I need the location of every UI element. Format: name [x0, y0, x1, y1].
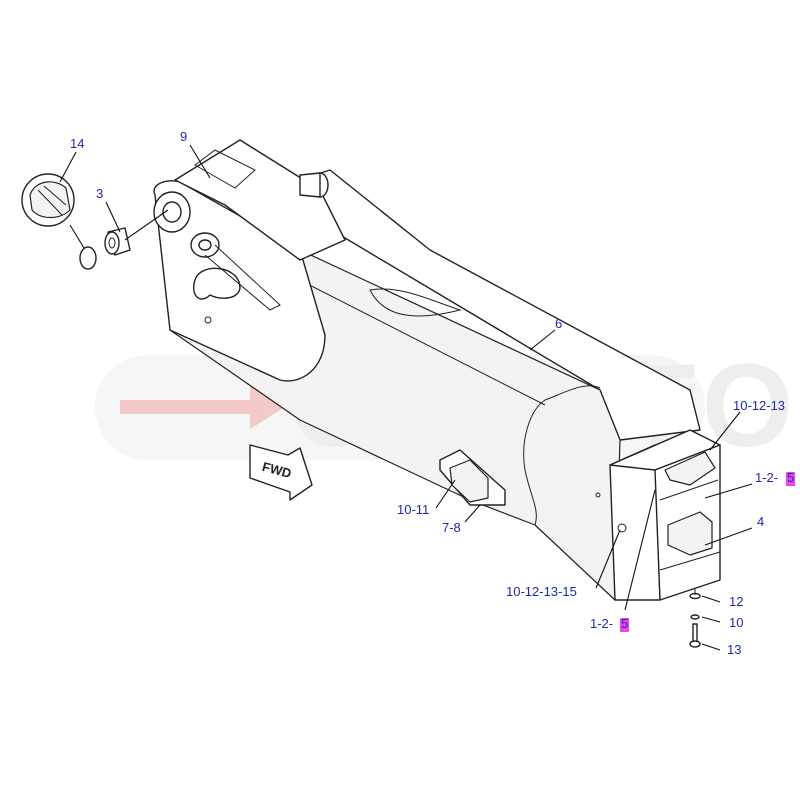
leader-7-8 [464, 504, 481, 523]
front-rivet [595, 492, 601, 498]
leader-4 [704, 527, 753, 546]
callout-6[interactable]: 6 [555, 316, 562, 331]
callout-10-12-13-top[interactable]: 10-12-13 [733, 398, 785, 413]
leader-1-2-5-right [704, 483, 753, 499]
leader-10-11 [435, 479, 456, 509]
callout-14[interactable]: 14 [70, 136, 84, 151]
leader-13 [701, 643, 721, 651]
callout-1-2-5-bottom[interactable]: 1-2- 5 [590, 616, 629, 632]
leader-10-12-13-15 [595, 529, 621, 589]
callout-highlight-right [786, 472, 795, 486]
callout-9[interactable]: 9 [180, 129, 187, 144]
bushing [104, 227, 131, 256]
beam-top-cutout [369, 288, 462, 317]
callout-1-2-5-bottom-number: 5 [621, 616, 628, 631]
bolt-13-shank [692, 623, 698, 643]
beam-break-line [523, 385, 601, 526]
fwd-label: FWD [261, 459, 293, 481]
callout-labels: 14 3 9 6 10-12-13 1-2- 5 4 10-11 7-8 10-… [70, 129, 795, 657]
fwd-direction-arrow: FWD [249, 444, 313, 501]
callout-3[interactable]: 3 [96, 186, 103, 201]
side-plate-rib [204, 244, 281, 311]
callout-12[interactable]: 12 [729, 594, 743, 609]
front-frame-inner [659, 479, 721, 571]
leader-10 [701, 616, 721, 623]
pin-boss-upper [153, 191, 191, 233]
o-ring [79, 246, 97, 270]
front-bolt-hole [617, 523, 627, 533]
callout-1-2-5-right-number: 5 [787, 470, 794, 485]
leader-9 [189, 144, 211, 179]
leader-10-12-13-top [709, 411, 741, 451]
side-plate-hole [204, 316, 212, 324]
leader-1-2-5-bottom [624, 489, 656, 611]
callout-7-8[interactable]: 7-8 [442, 520, 461, 535]
leader-lines [59, 144, 753, 651]
callout-10[interactable]: 10 [729, 615, 743, 630]
leader-6 [529, 329, 556, 351]
beam-top-edge [279, 269, 546, 406]
rear-head-block [174, 139, 346, 261]
leader-12 [701, 595, 721, 603]
callout-1-2-5-right-prefix: 1-2- [755, 470, 778, 485]
callout-4[interactable]: 4 [757, 514, 764, 529]
washer-10 [690, 614, 700, 620]
detail-circle-seal [21, 173, 75, 227]
cylinder-stub [299, 172, 329, 198]
callout-1-2-5-right[interactable]: 1-2- 5 [755, 470, 795, 486]
callout-highlight-bottom [620, 618, 629, 632]
rear-side-plate [153, 180, 326, 382]
pin-boss-lower [190, 232, 220, 258]
rear-head-detail [194, 149, 256, 189]
hardware-stack [689, 588, 701, 648]
callout-10-11[interactable]: 10-11 [397, 502, 429, 517]
front-bracket-lower [667, 511, 713, 556]
callout-10-12-13-15[interactable]: 10-12-13-15 [506, 584, 577, 599]
stick-assembly [153, 139, 721, 601]
leader-14-ring [69, 224, 85, 249]
kidney-slot [193, 267, 241, 300]
leader-14 [59, 151, 77, 183]
callout-1-2-5-bottom-prefix: 1-2- [590, 616, 613, 631]
front-bracket-upper [664, 451, 716, 486]
bolt-13-head [689, 640, 701, 648]
watermark-arrow [120, 385, 285, 429]
beam-top-face [299, 169, 701, 441]
callout-13[interactable]: 13 [727, 642, 741, 657]
leader-3-axis [124, 209, 169, 241]
leader-3 [105, 201, 121, 233]
